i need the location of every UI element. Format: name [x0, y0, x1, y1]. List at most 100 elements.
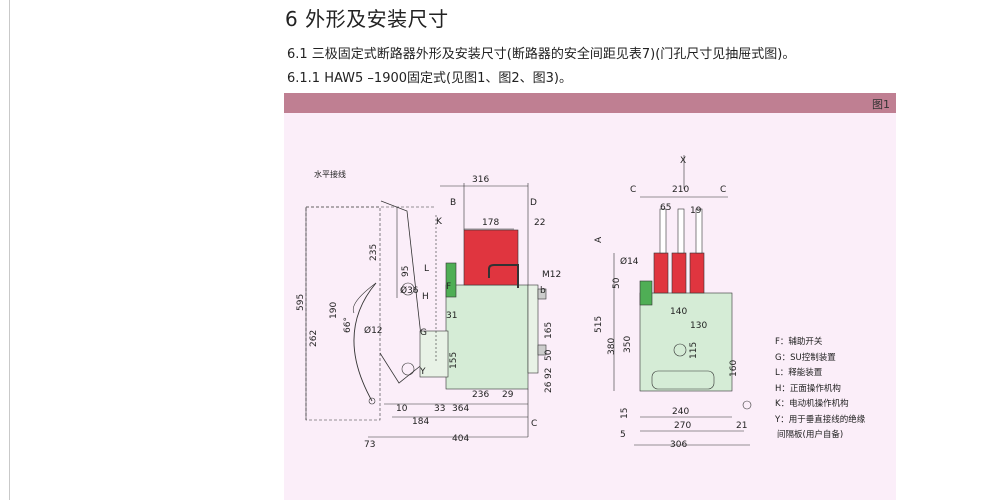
- pole-1: [653, 252, 669, 294]
- terminal-lower: [537, 344, 547, 356]
- dim-306: 306: [670, 440, 687, 450]
- dim-65: 65: [660, 203, 671, 213]
- dim-160: 160: [729, 360, 739, 377]
- figure-label: 图1: [872, 98, 890, 111]
- dim-155: 155: [449, 352, 459, 369]
- section-title: 6 外形及安装尺寸: [285, 7, 449, 31]
- handle-swing-arc-inner: [352, 282, 377, 314]
- side-view-dims: 316 178 22 B D K L F H G Y b C M12 Ø36 Ø…: [296, 175, 561, 450]
- label-D: D: [530, 198, 537, 208]
- terminal-upper: [537, 288, 547, 300]
- legend: F：辅助开关 G：SU控制装置 L：释能装置 H：正面操作机构 K：电动机操作机…: [775, 335, 865, 444]
- dim-50: 50: [544, 349, 554, 361]
- dim-190: 190: [329, 302, 339, 319]
- side-view: [305, 183, 547, 438]
- dim-31: 31: [446, 311, 457, 321]
- paragraph-6-1-1: 6.1.1 HAW5 –1900固定式(见图1、图2、图3)。: [287, 71, 572, 86]
- technical-drawing: 316 178 22 B D K L F H G Y b C M12 Ø36 Ø…: [296, 155, 752, 450]
- label-H: H: [422, 292, 429, 302]
- label-K: K: [436, 217, 443, 227]
- legend-item-Y-cont: 间隔板(用户自备): [777, 430, 844, 440]
- paragraph-6-1: 6.1 三极固定式断路器外形及安装尺寸(断路器的安全间距见表7)(门孔尺寸见抽屉…: [287, 47, 796, 62]
- dim-316: 316: [472, 175, 489, 185]
- breaker-body: [445, 284, 529, 390]
- front-knob: [673, 343, 687, 357]
- dim-178: 178: [482, 218, 499, 228]
- operating-mechanism: [419, 330, 449, 378]
- figure-panel: 图1 水平接线: [284, 93, 896, 500]
- label-L: L: [424, 264, 429, 274]
- label-C-left: C: [630, 185, 636, 195]
- dim-33: 33: [434, 404, 445, 414]
- dim-165: 165: [544, 322, 554, 339]
- handle-swing-arc: [353, 282, 377, 402]
- dim-240: 240: [672, 407, 689, 417]
- dim-26: 26: [544, 381, 554, 393]
- dim-10: 10: [396, 404, 408, 414]
- dim-dia36: Ø36: [400, 285, 419, 296]
- dim-350: 350: [623, 336, 633, 353]
- label-Y: Y: [419, 367, 426, 377]
- front-view: [613, 155, 752, 446]
- dim-M12: M12: [542, 270, 561, 280]
- dim-130: 130: [690, 321, 707, 331]
- terminal-bar-1: [659, 208, 667, 254]
- lower-pivot-circle: [401, 362, 415, 376]
- dim-140: 140: [670, 307, 687, 317]
- legend-item-Y: Y：用于垂直接线的绝缘: [775, 414, 866, 425]
- dim-5: 5: [620, 430, 626, 440]
- dim-66: 66°: [343, 317, 353, 333]
- dim-95: 95: [401, 266, 411, 277]
- dim-404: 404: [452, 434, 469, 444]
- dim-235: 235: [369, 244, 379, 261]
- dim-50-front: 50: [612, 277, 622, 289]
- label-G: G: [420, 328, 427, 338]
- dim-270: 270: [674, 421, 691, 431]
- pivot-circle: [401, 282, 415, 296]
- dim-515: 515: [594, 316, 604, 333]
- legend-item-L: L：释能装置: [775, 368, 823, 378]
- terminal-bar-2: [677, 208, 685, 254]
- dim-115: 115: [689, 342, 699, 359]
- label-B: B: [450, 198, 456, 208]
- dim-262: 262: [309, 330, 319, 347]
- dim-595: 595: [296, 294, 306, 311]
- dim-22: 22: [534, 218, 545, 228]
- front-slot: [651, 370, 715, 390]
- terminal-bar-3: [695, 208, 703, 254]
- label-X: X: [680, 156, 686, 166]
- legend-item-G: G：SU控制装置: [775, 352, 836, 363]
- legend-item-K: K：电动机操作机构: [775, 399, 849, 409]
- left-margin-rule: [9, 0, 10, 500]
- label-F: F: [446, 282, 451, 292]
- earth-symbol: [742, 400, 752, 410]
- dim-dia12: Ø12: [364, 325, 383, 336]
- dim-dia14: Ø14: [620, 256, 639, 267]
- dim-184: 184: [412, 417, 429, 427]
- figure-caption: 水平接线: [314, 170, 346, 179]
- pole-2: [671, 252, 687, 294]
- dim-210: 210: [672, 185, 689, 195]
- handle-tip-circle: [368, 397, 376, 405]
- arc-chute-red: [463, 229, 519, 286]
- front-aux-switch: [639, 280, 653, 306]
- label-C-right: C: [720, 185, 726, 195]
- dim-236: 236: [472, 390, 489, 400]
- dim-21: 21: [736, 421, 747, 431]
- dim-29: 29: [502, 390, 514, 400]
- dim-380: 380: [607, 338, 617, 355]
- lifting-hook: [488, 264, 519, 288]
- figure-header-bar: 图1: [284, 93, 896, 113]
- label-C: C: [531, 419, 537, 429]
- dim-364: 364: [452, 404, 469, 414]
- label-b: b: [540, 286, 546, 296]
- label-A: A: [594, 236, 604, 243]
- pole-3: [689, 252, 705, 294]
- terminal-block: [527, 284, 539, 374]
- legend-item-F: F：辅助开关: [775, 337, 823, 347]
- dim-92: 92: [544, 368, 554, 379]
- dashed-clearance-outline: [305, 206, 381, 421]
- auxiliary-switch-block: [445, 262, 457, 298]
- front-view-dims: X C C 210 65 19 Ø14 140 130 240 270 21 5…: [594, 156, 747, 450]
- dim-73: 73: [364, 440, 375, 450]
